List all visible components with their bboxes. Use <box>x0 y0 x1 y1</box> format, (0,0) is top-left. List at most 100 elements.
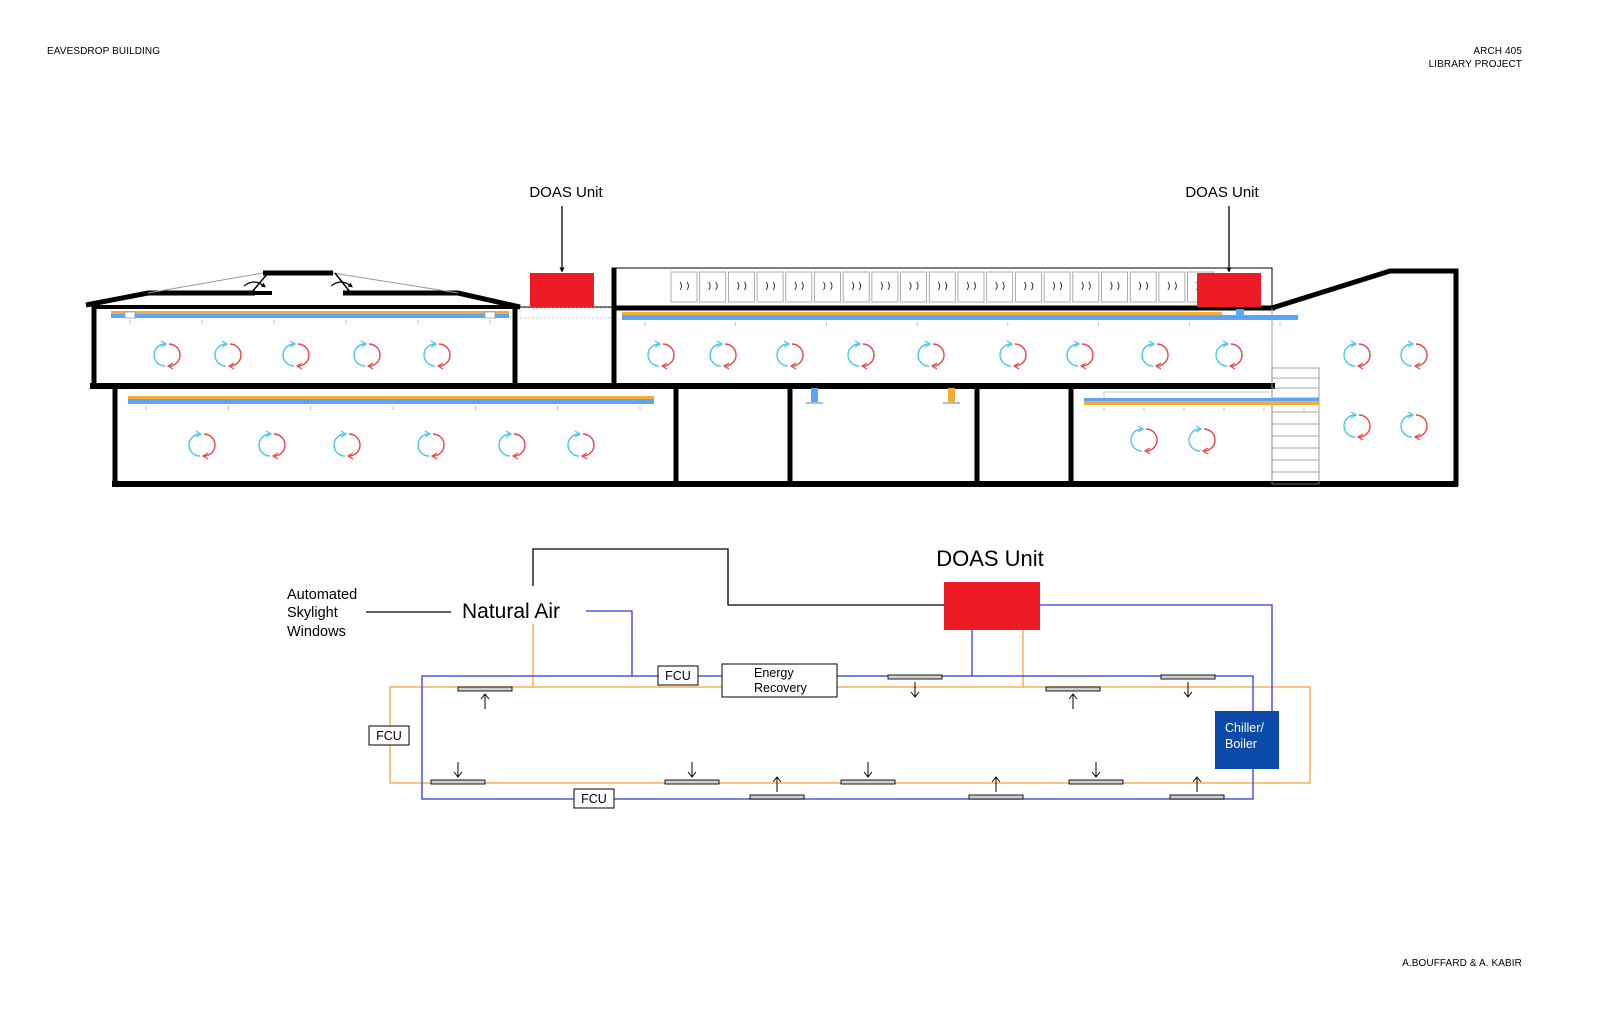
fcu-top: FCU <box>657 665 699 686</box>
air-circulation-icons <box>153 340 1428 460</box>
truss-module <box>842 271 870 303</box>
circulation-arrows-icon <box>847 340 875 370</box>
return-diffuser-icon <box>430 762 486 785</box>
duct-diffuser-ticks <box>129 320 1305 411</box>
circulation-arrows-icon <box>498 430 526 460</box>
skylight-label-line-2: Skylight <box>287 605 338 621</box>
truss-module <box>871 271 899 303</box>
truss-module <box>1101 271 1128 303</box>
fcu-left: FCU <box>368 725 410 746</box>
course-code: ARCH 405 <box>1473 46 1522 57</box>
roof-truss-modules <box>670 271 1214 303</box>
schematic-diffusers <box>430 674 1225 800</box>
airflow-arrow-icon <box>794 281 804 291</box>
circulation-arrows-icon <box>258 430 286 460</box>
truss-module <box>785 271 813 303</box>
project-name: LIBRARY PROJECT <box>1428 59 1522 70</box>
truss-module <box>670 271 698 303</box>
doas-left-label: DOAS Unit <box>529 184 603 201</box>
stair <box>1271 367 1320 485</box>
circulation-arrows-icon <box>1343 340 1371 370</box>
ductwork <box>111 309 1319 405</box>
return-diffuser-icon <box>1068 762 1124 785</box>
airflow-arrow-icon <box>1167 281 1177 291</box>
doas-right-label: DOAS Unit <box>1185 184 1259 201</box>
fcu-bottom-label: FCU <box>581 792 607 806</box>
airflow-arrow-icon <box>708 281 718 291</box>
circulation-arrows-icon <box>333 430 361 460</box>
doas-unit-right: DOAS Unit <box>1185 184 1261 307</box>
doas-unit-block <box>530 273 594 307</box>
circulation-arrows-icon <box>282 340 310 370</box>
return-diffuser-icon <box>1160 674 1216 698</box>
truss-module <box>1072 271 1100 303</box>
chiller-boiler: Chiller/ Boiler <box>1215 711 1279 769</box>
return-diffuser-icon <box>840 762 896 785</box>
airflow-arrow-icon <box>909 281 919 291</box>
building-section: DOAS Unit DOAS Unit <box>85 184 1459 487</box>
truss-module <box>1129 271 1157 303</box>
airflow-arrow-icon <box>1052 281 1063 291</box>
circulation-arrows-icon <box>153 340 181 370</box>
lower-floor-structure <box>112 386 1458 487</box>
circulation-arrows-icon <box>1400 411 1428 441</box>
left-wing-roof <box>85 270 521 310</box>
circulation-arrows-icon <box>1188 425 1216 455</box>
return-diffuser-icon <box>1169 776 1225 800</box>
airflow-arrow-icon <box>1138 281 1149 291</box>
chiller-line-1: Chiller/ <box>1225 721 1264 735</box>
doas-unit-left: DOAS Unit <box>529 184 604 307</box>
truss-module <box>986 271 1014 303</box>
truss-module <box>900 271 927 303</box>
supply-diffuser-icon <box>1045 686 1101 709</box>
airflow-arrow-icon <box>765 281 776 291</box>
circulation-arrows-icon <box>1400 340 1428 370</box>
circulation-arrows-icon <box>417 430 445 460</box>
circulation-arrows-icon <box>776 340 804 370</box>
fcu-bottom: FCU <box>573 788 615 809</box>
doas-schematic-label: DOAS Unit <box>936 546 1044 571</box>
fcu-left-label: FCU <box>376 729 402 743</box>
circulation-arrows-icon <box>1066 340 1094 370</box>
circulation-arrows-icon <box>1215 340 1243 370</box>
circulation-arrows-icon <box>423 340 451 370</box>
truss-module <box>957 271 985 303</box>
hvac-schematic: Automated Skylight Windows Natural Air D… <box>287 546 1311 809</box>
circulation-arrows-icon <box>709 340 737 370</box>
blue-cooling-loop <box>421 604 1273 800</box>
return-diffuser-icon <box>887 674 943 698</box>
course-info: ARCH 405 LIBRARY PROJECT <box>1429 45 1522 71</box>
return-diffuser-icon <box>968 776 1024 800</box>
truss-module <box>756 271 784 303</box>
circulation-arrows-icon <box>647 340 675 370</box>
chiller-line-2: Boiler <box>1225 737 1257 751</box>
circulation-arrows-icon <box>917 340 945 370</box>
return-diffuser-icon <box>664 762 720 785</box>
circulation-arrows-icon <box>353 340 381 370</box>
truss-module <box>1158 271 1186 303</box>
energy-recovery-line-2: Recovery <box>754 681 808 695</box>
airflow-arrow-icon <box>1024 281 1034 291</box>
circulation-arrows-icon <box>1343 411 1371 441</box>
right-block <box>611 267 1459 486</box>
return-diffuser-icon <box>749 776 805 800</box>
airflow-arrow-icon <box>880 281 890 291</box>
truss-module <box>1015 271 1042 303</box>
truss-module <box>728 271 755 303</box>
airflow-arrow-icon <box>1110 281 1120 291</box>
automated-skylight-windows: Automated Skylight Windows <box>287 587 451 640</box>
skylight-label-line-3: Windows <box>287 624 346 640</box>
airflow-arrow-icon <box>851 281 862 291</box>
airflow-arrow-icon <box>1081 281 1091 291</box>
skylight-label-line-1: Automated <box>287 587 357 603</box>
doas-schematic-unit <box>944 582 1040 630</box>
energy-recovery-unit: Energy Recovery <box>721 663 838 698</box>
left-wing-structure <box>90 305 1275 389</box>
circulation-arrows-icon <box>999 340 1027 370</box>
truss-module <box>699 271 727 303</box>
airflow-arrow-icon <box>823 281 833 291</box>
authors: A.BOUFFARD & A. KABIR <box>1402 958 1522 969</box>
truss-module <box>1043 271 1071 303</box>
airflow-arrow-icon <box>737 281 747 291</box>
